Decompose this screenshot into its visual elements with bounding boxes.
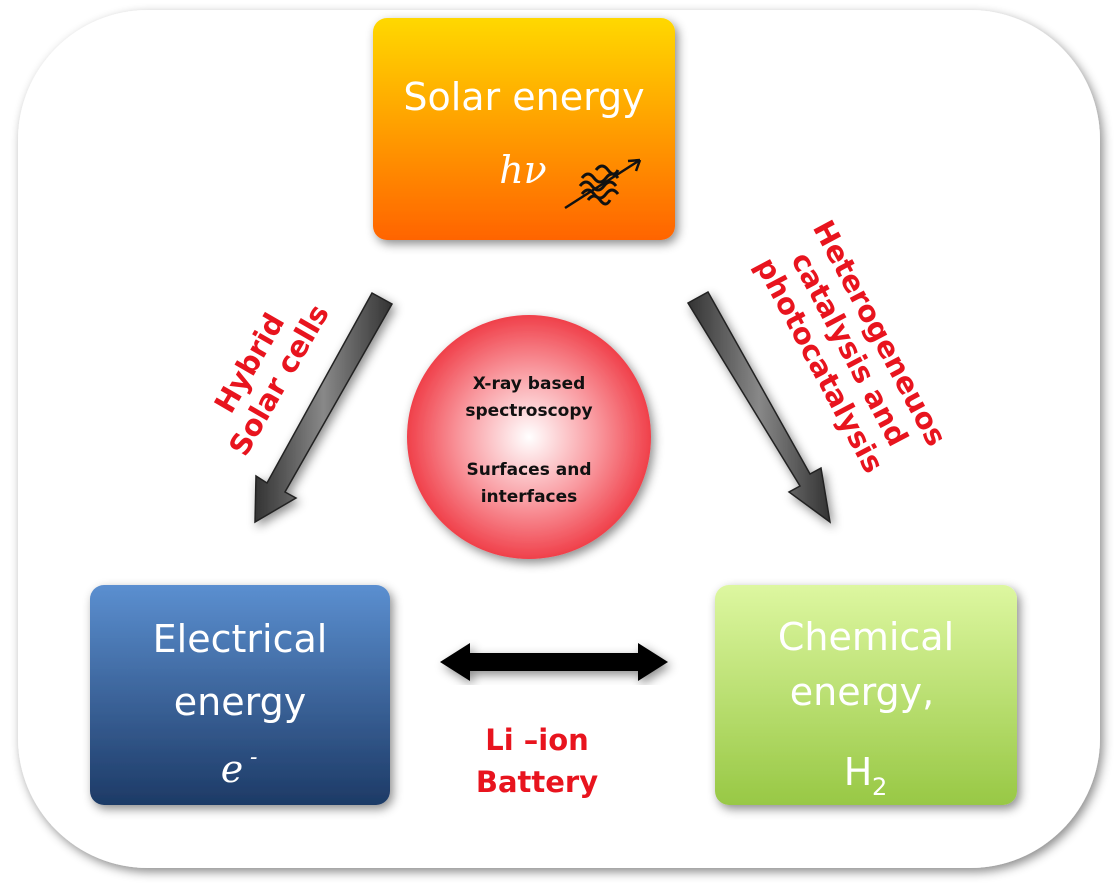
solar-energy-box: Solar energy hν <box>373 18 675 240</box>
center-line3: Surfaces and <box>467 460 592 480</box>
chemical-subscript: 2 <box>872 773 887 801</box>
electrical-energy-box: Electrical energy e - <box>90 585 390 805</box>
chemical-line2: energy, <box>790 670 935 714</box>
electrical-symbol: e <box>221 747 244 791</box>
photon-wave-icon <box>564 158 642 210</box>
solar-symbol: hν <box>499 148 547 192</box>
chemical-symbol: H <box>844 750 873 794</box>
electrical-line1: Electrical <box>153 617 328 661</box>
arrow-solar-to-electrical <box>254 291 394 524</box>
arrow-solar-to-chemical <box>686 290 832 524</box>
chemical-line1: Chemical <box>778 615 954 659</box>
battery-label: Battery <box>476 765 598 799</box>
chemical-energy-box: Chemical energy, H 2 <box>715 585 1017 805</box>
electrical-line2: energy <box>174 680 306 724</box>
solar-title: Solar energy <box>403 75 644 119</box>
center-sphere: X-ray based spectroscopy Surfaces and in… <box>407 315 651 559</box>
double-arrow-electrical-chemical <box>440 643 668 681</box>
center-line1: X-ray based <box>473 374 586 394</box>
center-line2: spectroscopy <box>465 401 592 421</box>
center-line4: interfaces <box>481 487 578 507</box>
li-ion-label: Li –ion <box>485 723 589 757</box>
electrical-superscript: - <box>250 745 257 770</box>
